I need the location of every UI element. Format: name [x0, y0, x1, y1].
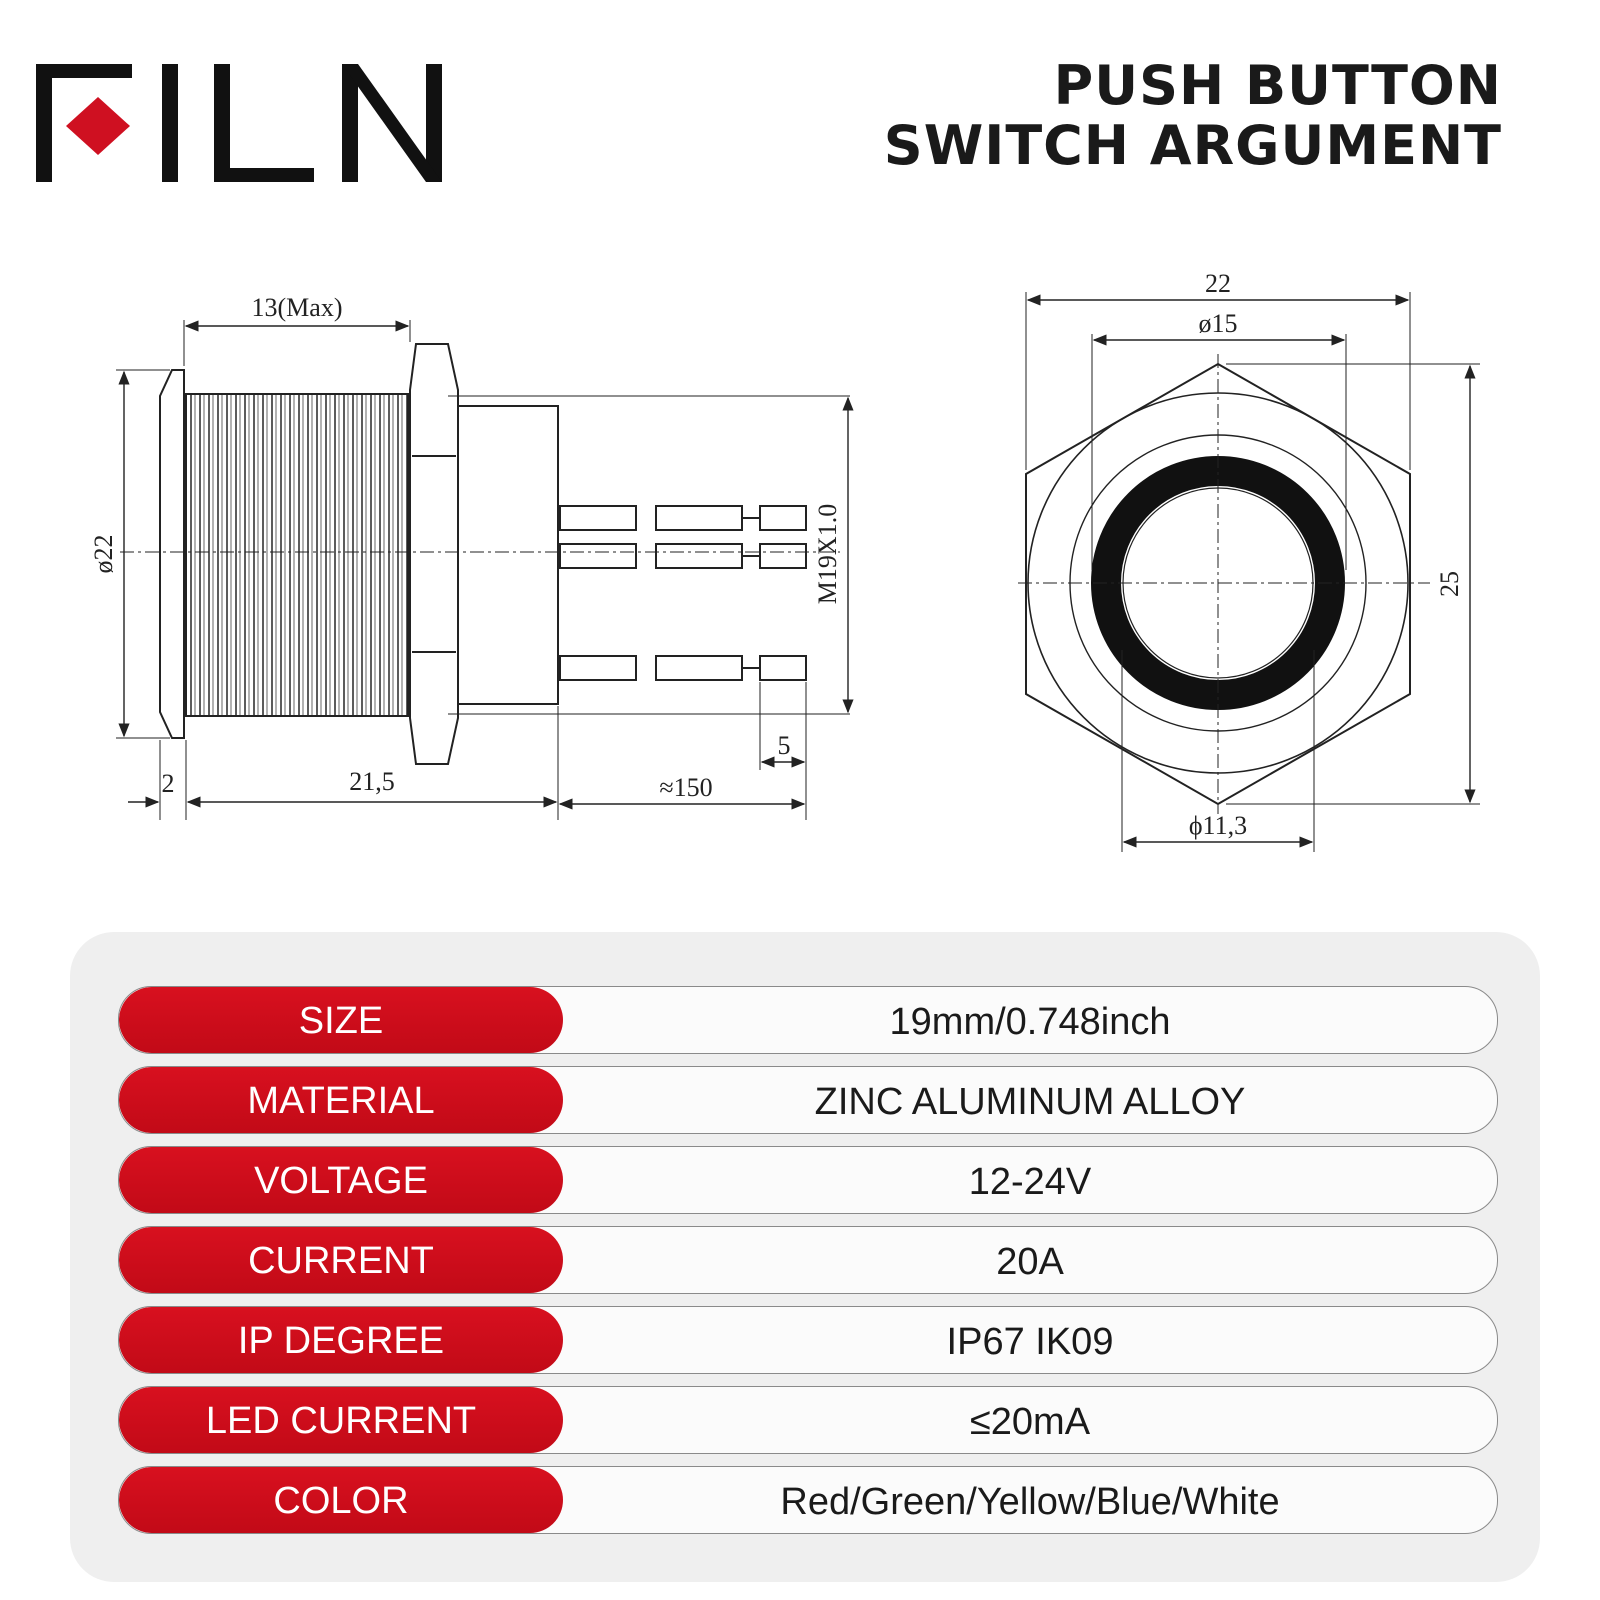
dim-height: 25 — [1435, 571, 1464, 597]
spec-table: SIZE 19mm/0.748inch MATERIAL ZINC ALUMIN… — [70, 932, 1540, 1582]
side-view — [116, 320, 854, 820]
spec-label: LED CURRENT — [119, 1387, 563, 1453]
spec-value: 20A — [996, 1241, 1064, 1283]
spec-row-led-current: LED CURRENT ≤20mA — [118, 1386, 1498, 1454]
dim-thread-length: 13(Max) — [252, 293, 343, 322]
spec-row-voltage: VOLTAGE 12-24V — [118, 1146, 1498, 1214]
spec-value: IP67 IK09 — [946, 1321, 1114, 1363]
spec-row-color: COLOR Red/Green/Yellow/Blue/White — [118, 1466, 1498, 1534]
dim-body: 21,5 — [349, 767, 395, 796]
dim-terminal: 5 — [778, 731, 791, 760]
spec-label: COLOR — [119, 1467, 563, 1533]
spec-label: VOLTAGE — [119, 1147, 563, 1213]
front-view — [1018, 292, 1480, 852]
spec-row-size: SIZE 19mm/0.748inch — [118, 986, 1498, 1054]
spec-label: IP DEGREE — [119, 1307, 563, 1373]
dim-flange: 2 — [162, 769, 175, 798]
filn-logo — [36, 64, 442, 182]
spec-label: CURRENT — [119, 1227, 563, 1293]
spec-row-material: MATERIAL ZINC ALUMINUM ALLOY — [118, 1066, 1498, 1134]
page-title: PUSH BUTTON SWITCH ARGUMENT — [884, 56, 1502, 176]
dim-width: 22 — [1205, 269, 1231, 298]
spec-value: Red/Green/Yellow/Blue/White — [780, 1481, 1280, 1523]
title-line-1: PUSH BUTTON — [1053, 54, 1502, 117]
dim-diameter: ø22 — [89, 535, 118, 574]
spec-row-current: CURRENT 20A — [118, 1226, 1498, 1294]
spec-value: ≤20mA — [969, 1401, 1091, 1443]
dim-button: ϕ11,3 — [1189, 811, 1247, 840]
spec-value: 19mm/0.748inch — [889, 1001, 1171, 1043]
spec-value: 12-24V — [968, 1161, 1092, 1203]
dim-wire: ≈150 — [659, 773, 712, 802]
spec-value: ZINC ALUMINUM ALLOY — [814, 1081, 1246, 1123]
dim-ring: ø15 — [1199, 309, 1238, 338]
spec-row-ip-degree: IP DEGREE IP67 IK09 — [118, 1306, 1498, 1374]
spec-label: SIZE — [119, 987, 563, 1053]
title-line-2: SWITCH ARGUMENT — [883, 114, 1502, 177]
spec-label: MATERIAL — [119, 1067, 563, 1133]
dim-thread: M19X1.0 — [813, 504, 842, 604]
technical-drawing: 13(Max) ø22 M19X1.0 2 21,5 ≈150 5 22 ø15… — [89, 269, 1480, 852]
